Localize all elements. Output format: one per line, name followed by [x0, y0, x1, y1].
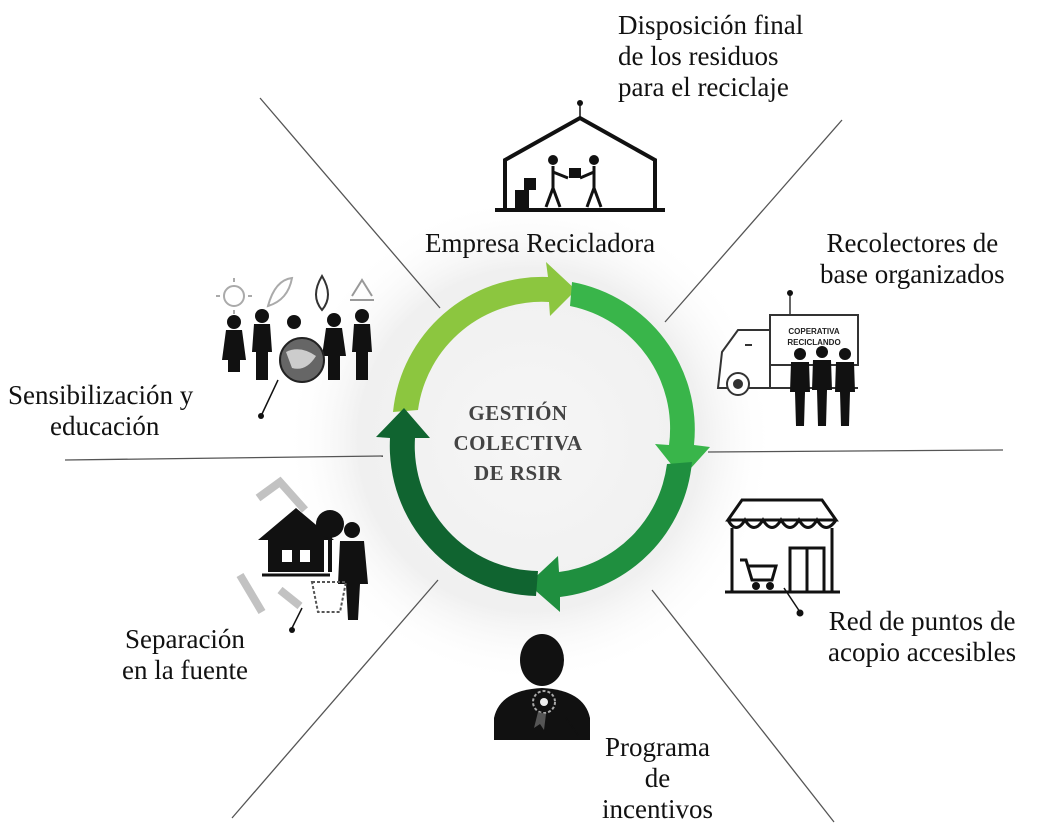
arrow-bottom-right	[528, 462, 692, 612]
label-separacion: Separación en la fuente	[122, 624, 248, 686]
label-empresa: Empresa Recicladora	[425, 228, 655, 259]
label-disposicion-line-1: Disposición final	[618, 10, 804, 40]
label-sensibilizacion: Sensibilización y educación	[8, 380, 193, 442]
label-separacion-line-2: en la fuente	[122, 655, 248, 685]
collectors-people-icon	[790, 346, 855, 426]
person-medal-icon	[494, 634, 590, 740]
label-sensibilizacion-line-2: educación	[50, 411, 160, 441]
truck-sign: COPERATIVA RECICLANDO	[774, 326, 854, 348]
warehouse-icon	[495, 100, 665, 212]
truck-sign-line-1: COPERATIVA	[788, 327, 840, 336]
label-red-line-1: Red de puntos de	[828, 606, 1016, 636]
center-label-line-3: DE RSIR	[473, 461, 563, 485]
arrow-top-left	[393, 262, 576, 412]
label-sensibilizacion-line-1: Sensibilización y	[8, 380, 194, 410]
label-disposicion-line-3: para el reciclaje	[618, 72, 789, 102]
label-recolectores-line-2: base organizados	[820, 259, 1005, 289]
background-halo	[285, 195, 775, 685]
arrow-bottom-left	[376, 408, 538, 596]
label-recolectores: Recolectores de base organizados	[820, 228, 1005, 290]
label-recolectores-line-1: Recolectores de	[826, 228, 999, 258]
label-empresa-line-1: Empresa Recicladora	[425, 228, 656, 258]
arrow-top-right	[570, 282, 710, 478]
divider-lines	[64, 97, 1004, 823]
label-programa-line-2: de	[644, 763, 671, 793]
label-disposicion-line-2: de los residuos	[618, 41, 779, 71]
cycle-arrows	[376, 262, 710, 612]
label-red-line-2: acopio accesibles	[828, 637, 1017, 667]
label-programa-line-3: incentivos	[602, 794, 713, 824]
truck-sign-line-2: RECICLANDO	[787, 338, 841, 347]
awareness-people-icon	[216, 274, 374, 419]
label-programa-line-1: Programa	[605, 732, 710, 762]
store-icon	[725, 498, 840, 617]
center-label: GESTIÓN COLECTIVA DE RSIR	[448, 398, 588, 488]
center-label-line-2: COLECTIVA	[453, 431, 583, 455]
label-programa: Programa de incentivos	[590, 732, 725, 825]
label-red: Red de puntos de acopio accesibles	[828, 606, 1016, 668]
center-label-line-1: GESTIÓN	[468, 401, 568, 425]
label-separacion-line-1: Separación	[124, 624, 245, 654]
label-disposicion: Disposición final de los residuos para e…	[618, 10, 803, 103]
recycle-house-icon	[236, 476, 368, 633]
